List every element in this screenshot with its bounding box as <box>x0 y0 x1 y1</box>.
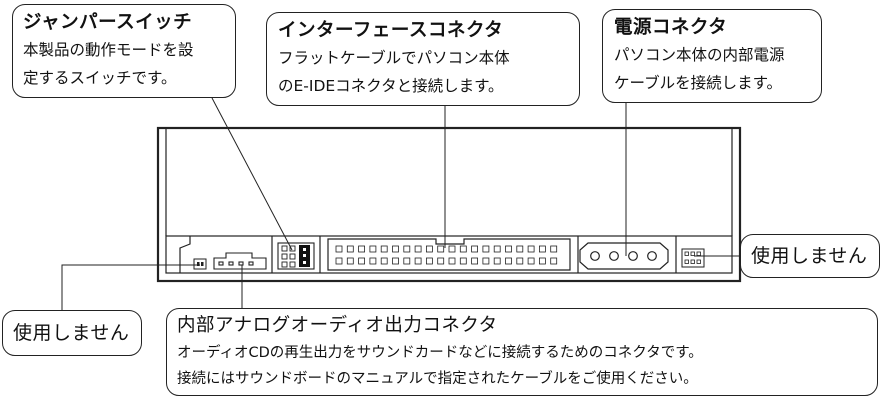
ide-pin <box>448 257 456 265</box>
unused-left-label: 使用しません <box>13 322 130 344</box>
jumper-switch <box>277 242 315 270</box>
ide-pin <box>505 257 512 265</box>
drive-housing <box>156 126 742 283</box>
ide-pin <box>358 257 366 265</box>
ide-pin <box>459 257 467 265</box>
ide-pin <box>358 245 366 253</box>
interface-connector-callout: インターフェースコネクタ フラットケーブルでパソコン本体 のE-IDEコネクタと… <box>266 12 580 106</box>
ide-pin <box>392 257 399 265</box>
ide-interface-connector <box>327 238 571 271</box>
ide-pin <box>414 257 422 265</box>
unused-left-callout: 使用しません <box>2 310 142 356</box>
unused-small-connector <box>193 258 207 270</box>
unused-right-label: 使用しません <box>751 245 868 267</box>
jumper-switch-desc-line1: 本製品の動作モードを設 <box>23 41 194 59</box>
ide-pin <box>527 257 535 265</box>
ide-pin <box>539 257 546 265</box>
unused-right-connector <box>681 248 705 268</box>
ide-pin <box>369 257 377 265</box>
power-connector-title: 電源コネクタ <box>614 17 728 38</box>
ide-pin <box>380 245 388 253</box>
jumper-switch-callout: ジャンパースイッチ 本製品の動作モードを設 定するスイッチです。 <box>12 4 236 98</box>
ide-pin <box>539 245 546 253</box>
audio-connector-title: 内部アナログオーディオ出力コネクタ <box>177 315 498 336</box>
ide-pin <box>550 245 558 253</box>
interface-connector-desc-line2: のE-IDEコネクタと接続します。 <box>278 77 504 95</box>
power-connector <box>579 242 669 270</box>
ide-pin <box>335 257 343 265</box>
ide-pin <box>550 257 558 265</box>
ide-pin <box>505 245 512 253</box>
ide-pin <box>346 257 354 265</box>
ide-pin <box>392 245 399 253</box>
ide-pin <box>437 257 445 265</box>
leader-unused-left <box>61 264 200 310</box>
ide-pin <box>527 245 535 253</box>
ide-pin <box>493 257 501 265</box>
power-connector-desc-line1: パソコン本体の内部電源 <box>614 46 785 64</box>
audio-output-connector <box>213 252 267 270</box>
unused-right-callout: 使用しません <box>740 234 880 278</box>
ide-pin <box>516 245 524 253</box>
ide-pin <box>471 245 479 253</box>
audio-connector-desc-line1: オーディオCDの再生出力をサウンドカードなどに接続するためのコネクタです。 <box>177 345 703 361</box>
interface-connector-desc-line1: フラットケーブルでパソコン本体 <box>278 49 510 67</box>
power-connector-callout: 電源コネクタ パソコン本体の内部電源 ケーブルを接続します。 <box>602 9 822 103</box>
connector-panel <box>165 235 733 274</box>
ide-pin <box>414 245 422 253</box>
audio-connector-desc-line2: 接続にはサウンドボードのマニュアルで指定されたケーブルをご使用ください。 <box>177 371 698 387</box>
ide-pin <box>335 245 343 253</box>
ide-pin <box>482 257 490 265</box>
ide-pin <box>403 257 411 265</box>
jumper-switch-desc-line2: 定するスイッチです。 <box>23 69 177 87</box>
audio-connector-callout: 内部アナログオーディオ出力コネクタ オーディオCDの再生出力をサウンドカードなど… <box>166 308 878 396</box>
ide-pin <box>448 245 456 253</box>
ide-pin <box>471 257 479 265</box>
ide-pin <box>459 245 467 253</box>
interface-connector-title: インターフェースコネクタ <box>278 20 504 41</box>
jumper-switch-title: ジャンパースイッチ <box>23 12 193 33</box>
ide-pin <box>493 245 501 253</box>
ide-pin <box>369 245 377 253</box>
ide-pin <box>380 257 388 265</box>
ide-pin <box>425 257 433 265</box>
ide-pin <box>425 245 433 253</box>
power-connector-desc-line2: ケーブルを接続します。 <box>614 74 783 92</box>
leader-jumper <box>211 97 293 251</box>
ide-pin <box>482 245 490 253</box>
ide-pin <box>437 245 445 253</box>
ide-pin <box>516 257 524 265</box>
ide-pin <box>403 245 411 253</box>
ide-pin <box>346 245 354 253</box>
